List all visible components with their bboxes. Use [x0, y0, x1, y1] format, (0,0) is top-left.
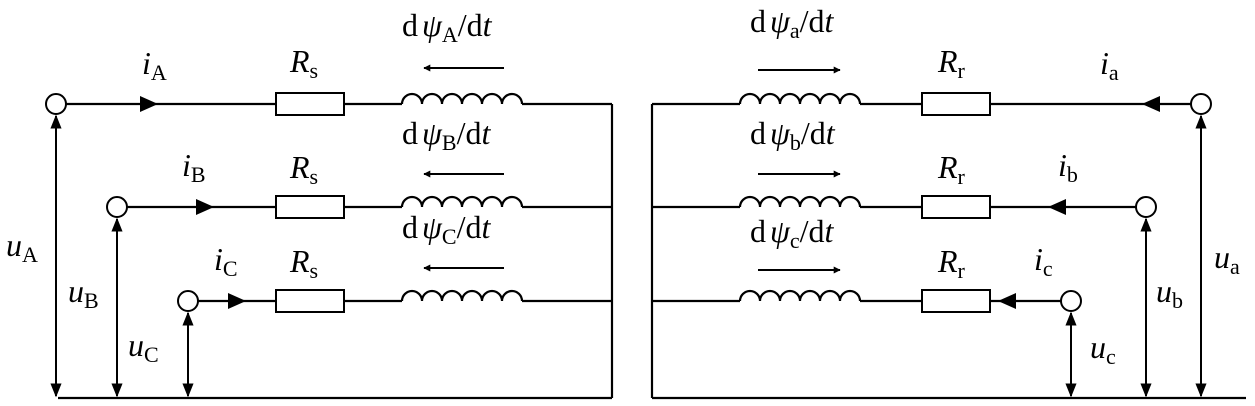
rotor-resistor-label-c: Rr	[937, 243, 966, 283]
rotor-terminal-b	[1135, 196, 1157, 218]
rotor-current-label-a: ia	[1100, 45, 1119, 85]
stator-inductor-a	[400, 92, 524, 105]
rotor-voltage-label-a: ua	[1214, 239, 1240, 279]
stator-resistor-b	[275, 195, 345, 219]
resistor-label-b: Rs	[289, 149, 318, 189]
rotor-current-arrow-a	[1142, 96, 1160, 112]
rotor-inductor-b	[738, 195, 862, 208]
stator-resistor-a	[275, 92, 345, 116]
rotor-phase-c	[652, 266, 1082, 313]
rotor-phase-b	[652, 170, 1157, 219]
rotor-current-label-b: ib	[1058, 147, 1078, 187]
rotor-voltage-label-c: uc	[1090, 329, 1116, 369]
current-label-a: iA	[142, 45, 167, 85]
rotor-resistor-label-b: Rr	[937, 149, 966, 189]
rotor-inductor-a	[738, 92, 862, 105]
rotor-current-label-c: ic	[1034, 241, 1053, 281]
voltage-label-a: uA	[6, 227, 38, 267]
voltage-label-c: uC	[128, 327, 159, 367]
terminal-b	[106, 196, 128, 218]
resistor-label-a: Rs	[289, 43, 318, 83]
rotor-current-arrow-b	[1048, 199, 1066, 215]
stator-phase-c	[177, 264, 612, 313]
rotor-resistor-b	[921, 195, 991, 219]
rotor-inductor-c	[738, 289, 862, 302]
stator-phase-a	[45, 64, 612, 116]
resistor-label-c: Rs	[289, 243, 318, 283]
terminal-a	[45, 93, 67, 115]
rotor-voltage-label-b: ub	[1156, 273, 1183, 313]
stator-inductor-b	[400, 195, 524, 208]
current-label-c: iC	[214, 241, 238, 281]
rotor-resistor-a	[921, 92, 991, 116]
rotor-terminal-c	[1060, 290, 1082, 312]
rotor-resistor-label-a: Rr	[937, 43, 966, 83]
current-arrow-b	[196, 199, 214, 215]
rotor-current-arrow-c	[998, 293, 1016, 309]
rotor-terminal-a	[1190, 93, 1212, 115]
stator-inductor-c	[400, 289, 524, 302]
stator-resistor-c	[275, 289, 345, 313]
terminal-c	[177, 290, 199, 312]
stator-phase-b	[106, 170, 612, 219]
voltage-label-b: uB	[68, 273, 99, 313]
rotor-resistor-c	[921, 289, 991, 313]
current-arrow-c	[228, 293, 246, 309]
current-label-b: iB	[182, 147, 206, 187]
rotor-phase-a	[652, 66, 1212, 116]
current-arrow-a	[140, 96, 158, 112]
